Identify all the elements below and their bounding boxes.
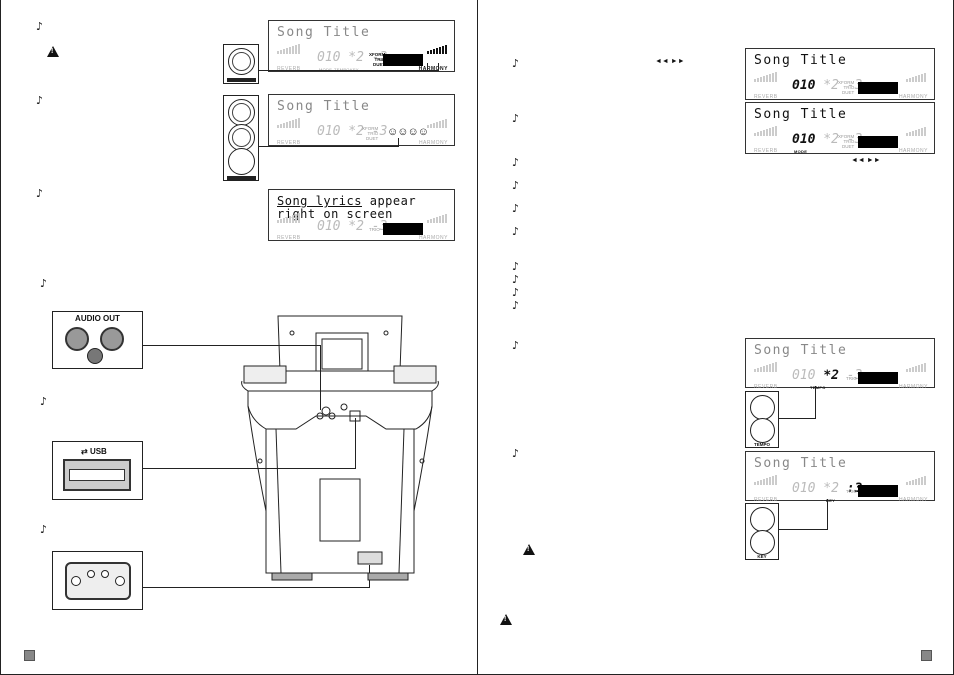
music-note-icon: ♪ (512, 447, 520, 460)
power-socket[interactable] (65, 562, 131, 600)
music-note-icon: ♪ (512, 339, 520, 352)
lcd-display: Song Title REVERB 010 *2 -3 TEMPO TRIO H… (745, 338, 935, 390)
lyrics-highlight: Song lyrics (277, 194, 362, 208)
music-note-icon: ♪ (512, 225, 520, 238)
harmony-knob[interactable] (223, 95, 259, 181)
audio-out-panel: AUDIO OUT (52, 311, 143, 369)
harmony-label: HARMONY (418, 235, 448, 241)
lcd-lyrics-display: Song lyrics appear right on screen REVER… (268, 189, 455, 241)
lcd-display: Song Title REVERB 010 *2 :3 KEY TRIO HAR… (745, 451, 935, 503)
music-note-icon: ♪ (36, 20, 44, 33)
page-number-left (24, 650, 35, 661)
music-note-icon: ♪ (512, 179, 520, 192)
lcd-counter: 010 *2 -3 (317, 219, 388, 234)
lyrics-text: appear (369, 194, 417, 208)
key-label: KEY (350, 67, 359, 72)
music-note-icon: ♪ (512, 112, 520, 125)
mode-label: MODE (319, 67, 332, 72)
music-note-icon: ♪ (512, 57, 520, 70)
music-note-icon: ♪ (36, 187, 44, 200)
reverb-label: REVERB (754, 384, 778, 390)
tempo-knob-label: TEMPO (753, 442, 770, 447)
music-note-icon: ♪ (512, 202, 520, 215)
harmony-block (383, 54, 423, 66)
lcd-song-title: Song Title (754, 53, 848, 68)
usb-port[interactable] (63, 459, 131, 491)
music-note-icon: ♪ (512, 286, 520, 299)
harmony-label: HARMONY (418, 66, 448, 72)
reverb-label: REVERB (277, 66, 301, 72)
lcd-song-title: Song Title (277, 99, 371, 114)
music-note-icon: ♪ (40, 277, 48, 290)
music-note-icon: ♪ (512, 260, 520, 273)
trio-label: TRIO (369, 227, 380, 232)
usb-label: ⇄ USB (81, 447, 107, 456)
usb-icon: ⇄ (81, 447, 88, 456)
reverb-label: REVERB (277, 235, 301, 241)
lcd-song-title: Song Title (277, 25, 371, 40)
audio-jack-left[interactable] (65, 327, 89, 351)
reverb-label: REVERB (277, 140, 301, 146)
trio-label: TRIO (846, 376, 857, 381)
harmony-label: HARMONY (898, 94, 928, 100)
lcd-counter: 010 *2 -3 (792, 78, 863, 93)
transport-icons: ◄◄ ►► (851, 157, 881, 164)
lcd-display: Song Title REVERB 010 *2 -3 MODE TEMPO K… (268, 20, 455, 72)
trio-label: TRIO (846, 489, 857, 494)
power-panel (52, 551, 143, 610)
music-note-icon: ♪ (40, 523, 48, 536)
karaoke-machine-rear-view (241, 315, 439, 581)
mode-label: MODE (794, 149, 808, 154)
singer-icons: ☺☺☺☺ (387, 126, 429, 138)
key-knob[interactable]: KEY (745, 503, 779, 560)
music-note-icon: ♪ (36, 94, 44, 107)
warning-icon (523, 544, 535, 555)
lcd-song-title: Song Title (754, 456, 848, 471)
harmony-label: HARMONY (898, 384, 928, 390)
tempo-knob[interactable]: TEMPO (745, 391, 779, 448)
vocal-knob[interactable] (223, 44, 259, 84)
lcd-counter: 010 *2 -3 (792, 368, 863, 383)
lcd-counter: 010 *2 -3 (792, 132, 863, 147)
audio-out-label: AUDIO OUT (75, 314, 120, 323)
warning-icon (47, 46, 59, 57)
music-note-icon: ♪ (512, 156, 520, 169)
harmony-label: HARMONY (898, 497, 928, 503)
music-note-icon: ♪ (512, 273, 520, 286)
tempo-label: TEMPO (810, 385, 826, 390)
lcd-song-title: Song Title (754, 343, 848, 358)
usb-panel: ⇄ USB (52, 441, 143, 500)
key-label: KEY (826, 498, 836, 503)
page-number-right (921, 650, 932, 661)
tempo-label: TEMPO (334, 67, 350, 72)
key-knob-label: KEY (757, 554, 767, 559)
reverb-label: REVERB (754, 94, 778, 100)
lcd-counter: 010 *2 -3 (317, 50, 388, 65)
lcd-counter: 010 *2 -3 (317, 124, 388, 139)
harmony-label: HARMONY (418, 140, 448, 146)
transport-icons: ◄◄ ►► (655, 58, 685, 65)
lcd-song-title: Song Title (754, 107, 848, 122)
harmony-label: HARMONY (898, 148, 928, 154)
music-note-icon: ♪ (40, 395, 48, 408)
audio-jack-right[interactable] (100, 327, 124, 351)
reverb-label: REVERB (754, 148, 778, 154)
lyrics-line2: right on screen (277, 207, 393, 221)
reverb-label: REVERB (754, 497, 778, 503)
music-note-icon: ♪ (512, 299, 520, 312)
warning-icon (500, 614, 512, 625)
